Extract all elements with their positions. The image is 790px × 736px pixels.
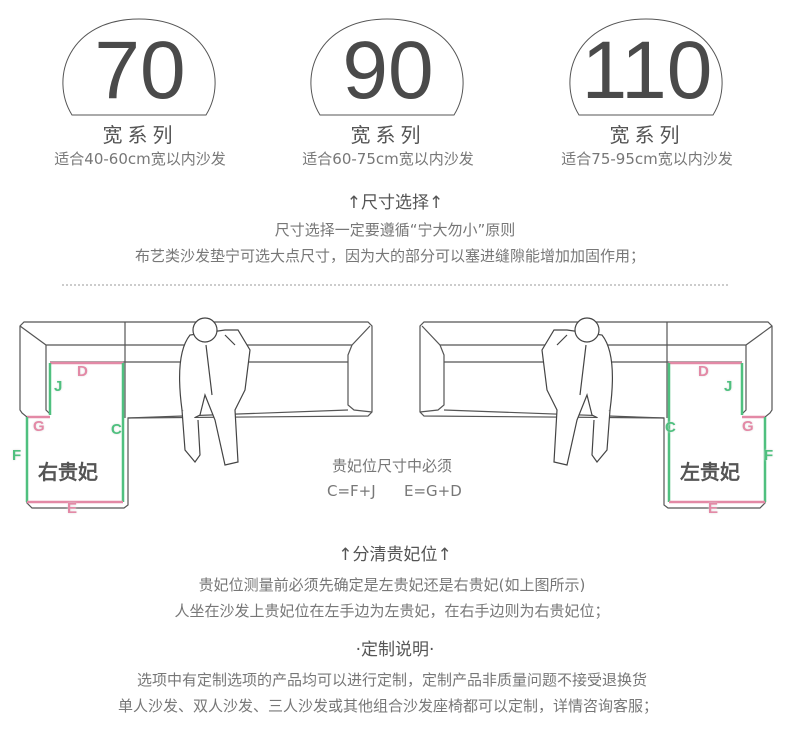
dimension-label-d: D [77, 363, 88, 380]
dome-outline [310, 18, 464, 116]
dimension-label-j: J [54, 378, 63, 395]
dimension-label-f: F [764, 447, 774, 464]
custom-section-title: ·定制说明· [355, 640, 435, 660]
formula-e: E=G+D [404, 482, 462, 500]
left-chaise-label: 左贵妃 [680, 460, 740, 484]
series-number: 110 [581, 25, 713, 116]
size-rule-line: 尺寸选择一定要遵循“宁大勿小”原则 [274, 221, 516, 239]
custom-rule-line: 单人沙发、双人沙发、三人沙发或其他组合沙发座椅都可以定制，详情咨询客服； [117, 697, 659, 715]
dimension-label-c: C [111, 421, 122, 438]
right-chaise-sofa-diagram [19, 317, 373, 509]
dimension-label-d: D [698, 363, 709, 380]
person-figure [179, 317, 251, 466]
dome-outline [62, 18, 216, 116]
series-label: 宽系列 [102, 123, 178, 147]
right-chaise-label: 右贵妃 [38, 460, 98, 484]
series-number: 70 [94, 25, 186, 116]
chaise-note: 贵妃位尺寸中必须 [331, 457, 453, 475]
series-number: 90 [342, 25, 434, 116]
dimension-label-f: F [12, 447, 22, 464]
dome-outline [569, 18, 723, 116]
series-label: 宽系列 [350, 123, 426, 147]
dimension-label-c: C [665, 419, 676, 436]
chaise-rule-line: 人坐在沙发上贵妃位在左手边为左贵妃，在右手边则为右贵妃位； [174, 602, 610, 620]
size-section-title: ↑尺寸选择↑ [346, 193, 444, 213]
formula-c: C=F+J [327, 482, 376, 500]
series-label: 宽系列 [609, 123, 685, 147]
custom-rule-line: 选项中有定制选项的产品均可以进行定制，定制产品非质量问题不接受退换货 [136, 671, 648, 689]
dotted-divider [62, 284, 728, 286]
size-rule-line: 布艺类沙发垫宁可选大点尺寸，因为大的部分可以塞进缝隙能增加加固作用； [134, 247, 646, 265]
chaise-rule-line: 贵妃位测量前必须先确定是左贵妃还是右贵妃(如上图所示) [198, 576, 586, 594]
series-fit: 适合75-95cm宽以内沙发 [561, 150, 733, 168]
series-fit: 适合60-75cm宽以内沙发 [302, 150, 474, 168]
dimension-label-e: E [67, 500, 78, 517]
dimension-label-e: E [708, 500, 719, 517]
dimension-label-g: G [33, 418, 45, 435]
dimension-label-g: G [742, 418, 754, 435]
chaise-section-title: ↑分清贵妃位↑ [338, 545, 452, 565]
series-fit: 适合40-60cm宽以内沙发 [54, 150, 226, 168]
dimension-label-j: J [724, 378, 733, 395]
left-chaise-sofa-diagram [419, 317, 773, 509]
